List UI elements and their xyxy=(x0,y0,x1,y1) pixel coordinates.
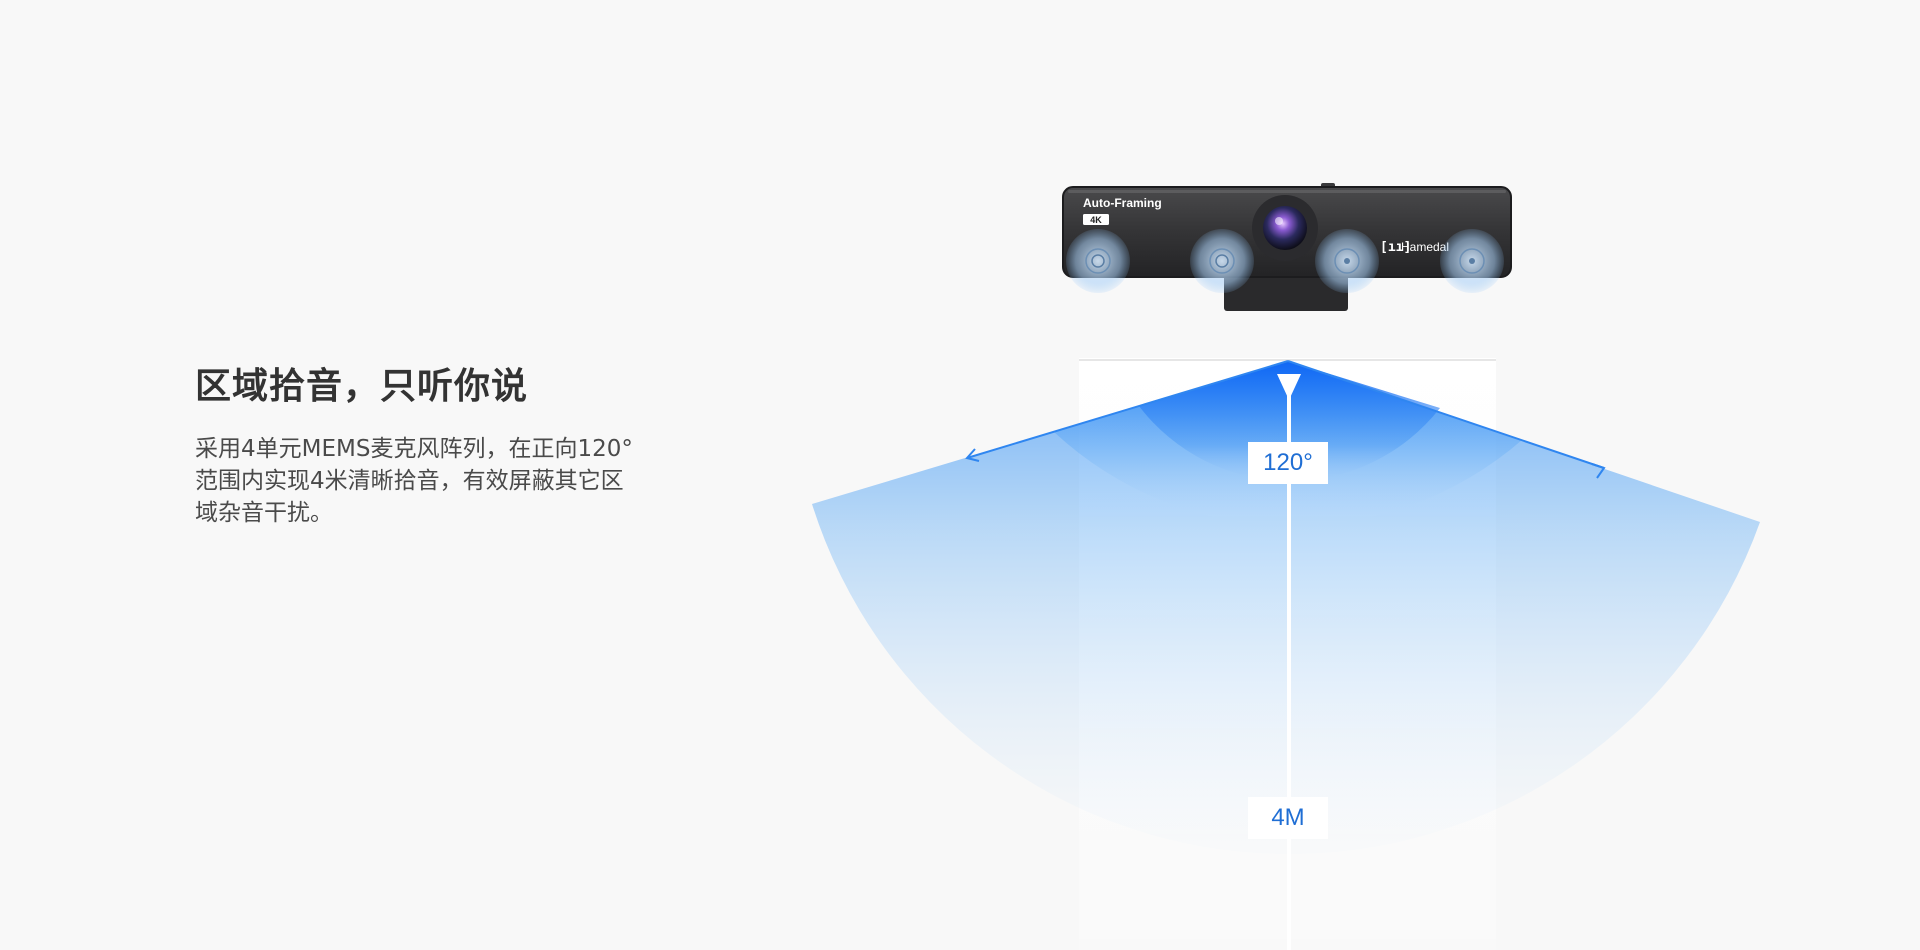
pickup-distance-label: 4M xyxy=(1248,797,1328,839)
4k-badge xyxy=(1083,214,1109,225)
feature-text-block: 区域拾音，只听你说 采用4单元MEMS麦克风阵列，在正向120° 范围内实现4米… xyxy=(195,365,665,529)
brand-name: Hamedal xyxy=(1401,240,1449,254)
camera-lens-glint xyxy=(1275,217,1283,225)
angle-edge-left xyxy=(966,360,1289,459)
distance-axis-arrow xyxy=(1277,374,1301,400)
angle-arrowhead-left xyxy=(965,448,980,462)
camera-mount xyxy=(1224,271,1348,311)
pickup-angle-label: 120° xyxy=(1248,442,1328,484)
microphone-1 xyxy=(1066,229,1130,293)
camera-body-highlight xyxy=(1068,190,1506,193)
camera-lens xyxy=(1263,206,1307,250)
pickup-zone-outer xyxy=(812,361,1760,855)
webcam-device: Auto-Framing 4K [ıı] Hamedal xyxy=(1062,183,1512,313)
description-line-1: 采用4单元MEMS麦克风阵列，在正向120° xyxy=(195,436,633,463)
section-description: 采用4单元MEMS麦克风阵列，在正向120° 范围内实现4米清晰拾音，有效屏蔽其… xyxy=(195,433,665,529)
auto-framing-label: Auto-Framing xyxy=(1083,196,1162,210)
brand-mark: [ıı] xyxy=(1380,240,1411,255)
microphone-2 xyxy=(1190,229,1254,293)
4k-badge-label: 4K xyxy=(1090,215,1102,225)
section-headline: 区域拾音，只听你说 xyxy=(195,366,529,407)
angle-arrowhead-right xyxy=(1591,463,1606,479)
angle-edge-right xyxy=(1287,360,1605,469)
description-line-3: 域杂音干扰。 xyxy=(195,500,333,527)
webcam-illustration: Auto-Framing 4K [ıı] Hamedal xyxy=(1062,183,1512,311)
description-line-2: 范围内实现4米清晰拾音，有效屏蔽其它区 xyxy=(195,468,624,495)
microphone-4 xyxy=(1440,229,1504,293)
microphone-3 xyxy=(1315,229,1379,293)
